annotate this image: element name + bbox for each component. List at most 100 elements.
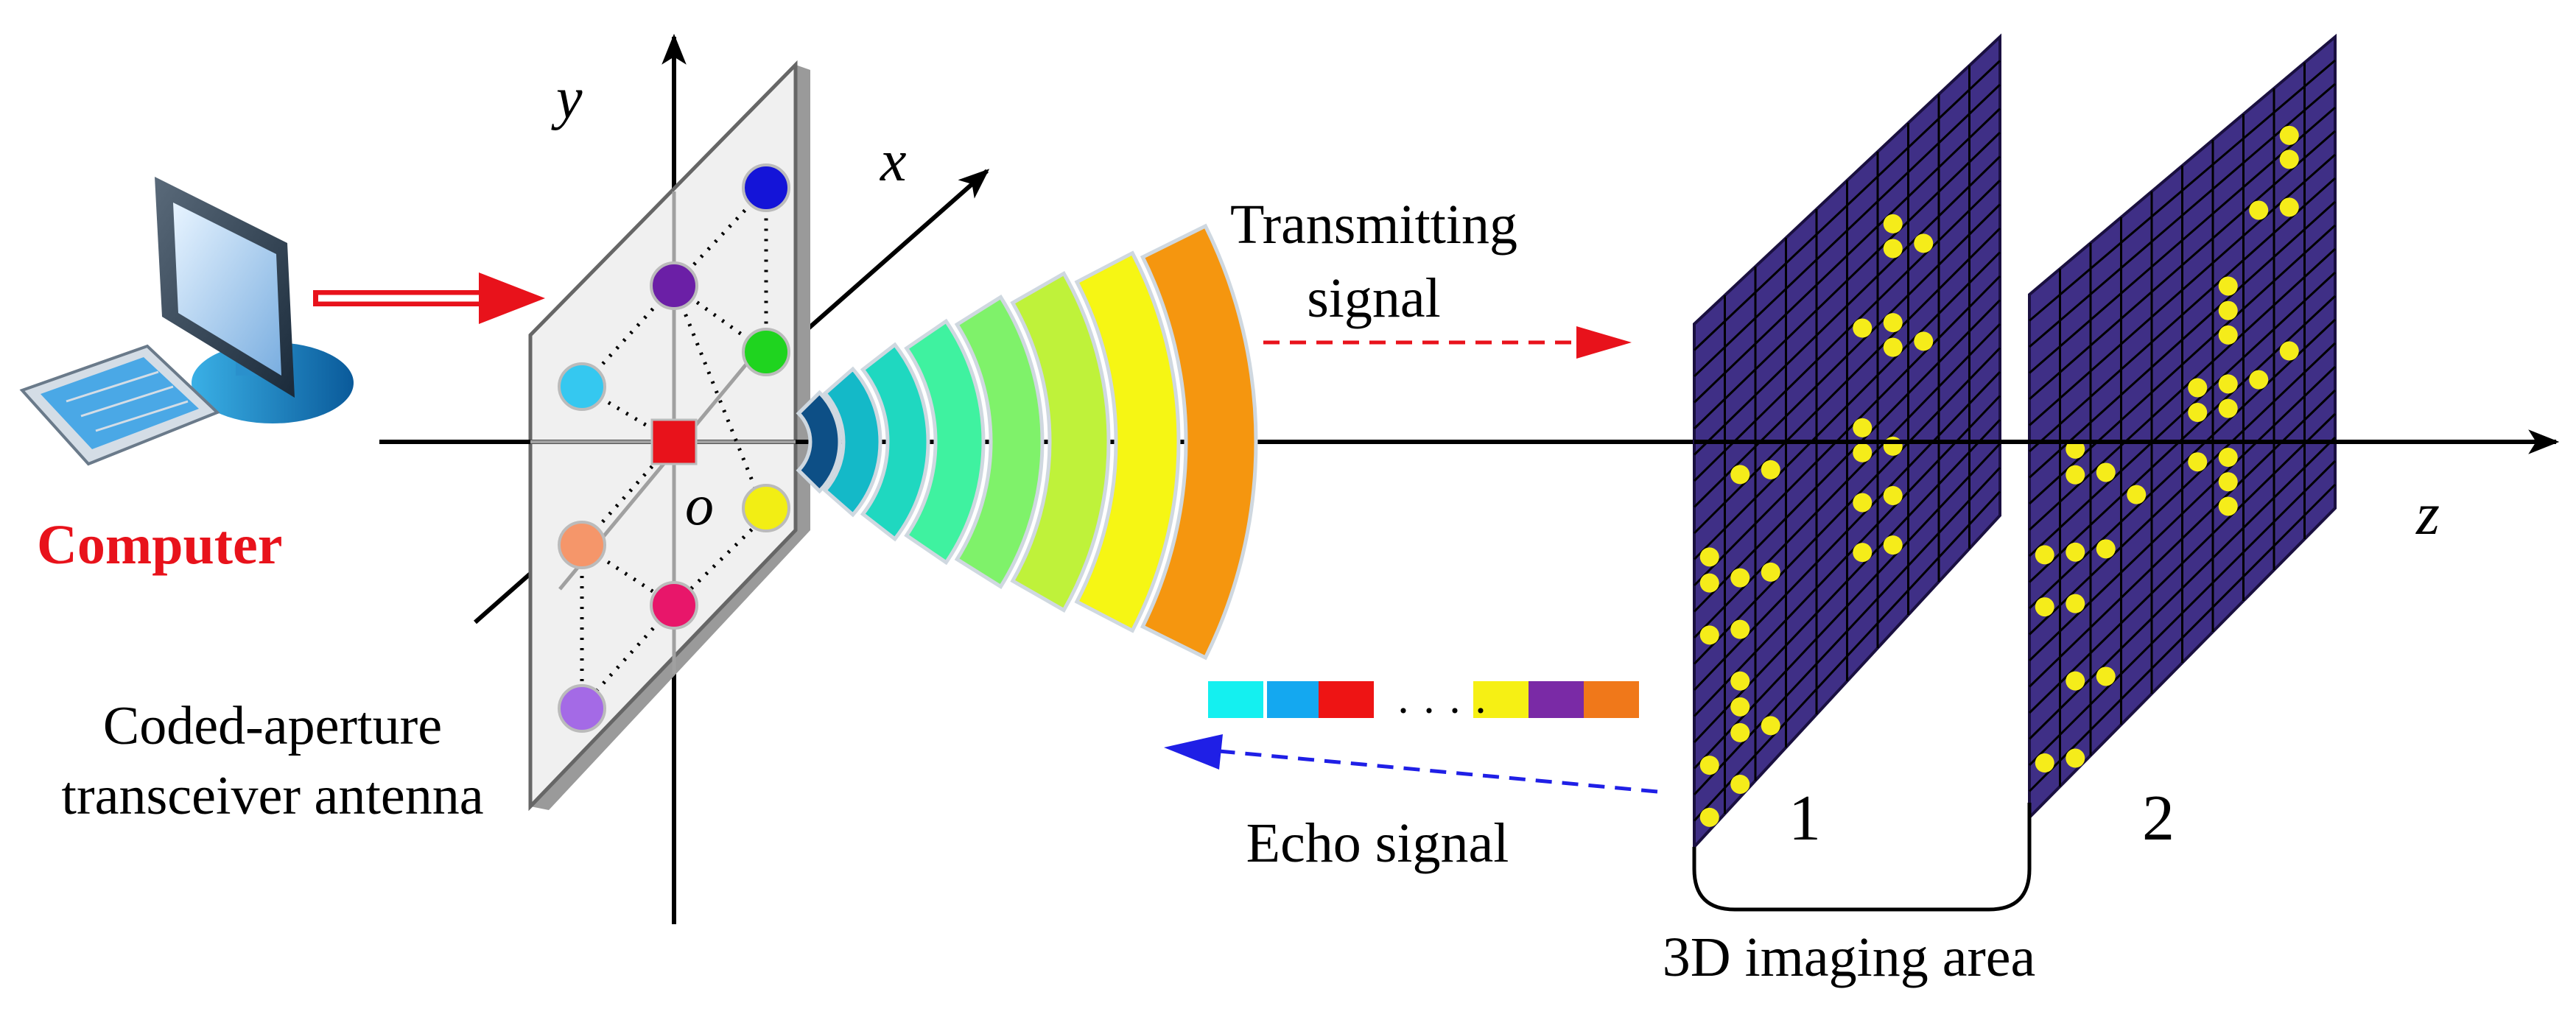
target-point	[1761, 716, 1780, 736]
target-point	[1699, 547, 1719, 567]
target-point	[2279, 341, 2299, 361]
target-point	[2096, 539, 2116, 559]
plane-grid-line	[1693, 108, 2001, 404]
target-point	[2188, 378, 2208, 398]
target-point	[1730, 671, 1750, 691]
plane-grid-line	[1693, 395, 2001, 717]
transmit-label-line1: Transmitting	[1230, 194, 1517, 256]
target-point	[1883, 214, 1903, 233]
antenna-element-cyan	[558, 362, 606, 411]
plane-grid-line	[2028, 412, 2337, 714]
plane-grid-line	[2028, 271, 2337, 557]
plane-grid-line	[2028, 483, 2337, 792]
target-point	[1853, 493, 1873, 513]
target-point	[2066, 465, 2085, 485]
plane-grid-line	[2028, 342, 2337, 636]
target-point	[2218, 276, 2238, 296]
plane-grid-line	[2029, 177, 2336, 453]
plane-grid-line	[2028, 247, 2337, 531]
plane-grid-line	[1693, 347, 2001, 665]
computer-icon	[19, 177, 354, 466]
target-point	[1761, 460, 1780, 479]
target-point	[1699, 625, 1719, 645]
target-point	[1853, 318, 1873, 338]
wavefront-7	[1074, 250, 1181, 633]
target-point	[1730, 568, 1750, 588]
imaging-plane-2	[2028, 33, 2337, 821]
transmit-arrow	[1263, 326, 1632, 359]
echo-code-cell-4	[1473, 681, 1529, 718]
target-point	[2188, 452, 2208, 472]
target-point	[2249, 200, 2269, 220]
antenna-element-magenta	[650, 581, 698, 630]
plane-grid-line	[2028, 200, 2337, 479]
target-point	[1883, 485, 1903, 505]
target-point	[2218, 472, 2238, 492]
transmit-label-line2: signal	[1307, 267, 1441, 329]
wavefront-3	[860, 342, 930, 542]
target-point	[2188, 403, 2208, 423]
wavefront-1	[796, 390, 842, 494]
wavefront-4	[904, 318, 986, 566]
target-point	[1883, 239, 1903, 258]
plane-grid-line	[2028, 460, 2337, 767]
target-point	[2066, 594, 2085, 613]
origin-label: o	[685, 473, 714, 537]
echo-ellipsis: · · · ·	[1396, 686, 1488, 735]
target-point	[2066, 542, 2085, 562]
target-point	[1730, 774, 1750, 794]
echo-code-cell-2	[1267, 681, 1322, 718]
plane-grid-line	[1693, 299, 2001, 613]
target-point	[1761, 562, 1780, 582]
plane-grid-line	[1693, 131, 2001, 430]
target-point	[1853, 418, 1873, 437]
target-point	[1883, 436, 1903, 456]
target-point	[2035, 545, 2054, 565]
antenna-element-green	[742, 328, 790, 376]
plane-1-label: 1	[1789, 783, 1821, 854]
target-point	[2218, 448, 2238, 468]
target-point	[1883, 313, 1903, 333]
target-point	[1730, 697, 1750, 717]
plane-grid-line	[1693, 179, 2001, 482]
target-point	[2218, 325, 2238, 345]
plane-grid-line	[1693, 251, 2001, 560]
target-point	[1883, 337, 1903, 357]
target-point	[2066, 439, 2085, 459]
target-point	[1883, 535, 1903, 555]
plane-grid-line	[1693, 275, 2001, 587]
antenna-element-lavender	[558, 684, 606, 733]
antenna-caption-line2: transceiver antenna	[61, 766, 483, 826]
target-point	[1914, 233, 1934, 253]
target-point	[2218, 398, 2238, 418]
antenna-element-yellow	[742, 484, 790, 532]
plane-grid-line	[1693, 83, 2001, 378]
antenna-caption-line1: Coded-aperture	[103, 696, 442, 756]
target-point	[2035, 753, 2054, 773]
target-point	[1730, 619, 1750, 639]
echo-code-cell-3	[1319, 681, 1374, 718]
imaging-area-bracket	[1692, 803, 2032, 912]
target-point	[1730, 465, 1750, 485]
target-point	[1699, 573, 1719, 593]
target-point	[2066, 671, 2085, 691]
feed-arrow	[313, 272, 545, 324]
target-point	[2066, 748, 2085, 768]
target-point	[1730, 722, 1750, 742]
computer-label: Computer	[37, 514, 283, 576]
antenna-element-salmon	[558, 521, 606, 569]
wavefront-2	[822, 366, 882, 518]
imaging-area-label: 3D imaging area	[1663, 926, 2035, 988]
target-point	[2127, 485, 2147, 504]
plane-grid-line	[1693, 60, 2001, 351]
target-point	[1699, 756, 1719, 775]
echo-code-cell-5	[1529, 681, 1584, 718]
antenna-elements	[558, 163, 790, 733]
wavefront-8	[1140, 223, 1258, 661]
target-point	[1853, 443, 1873, 462]
target-point	[1699, 807, 1719, 827]
plane-grid-line	[1693, 203, 2001, 508]
plane-2-label: 2	[2142, 783, 2175, 854]
echo-code-bar	[1208, 681, 1639, 718]
